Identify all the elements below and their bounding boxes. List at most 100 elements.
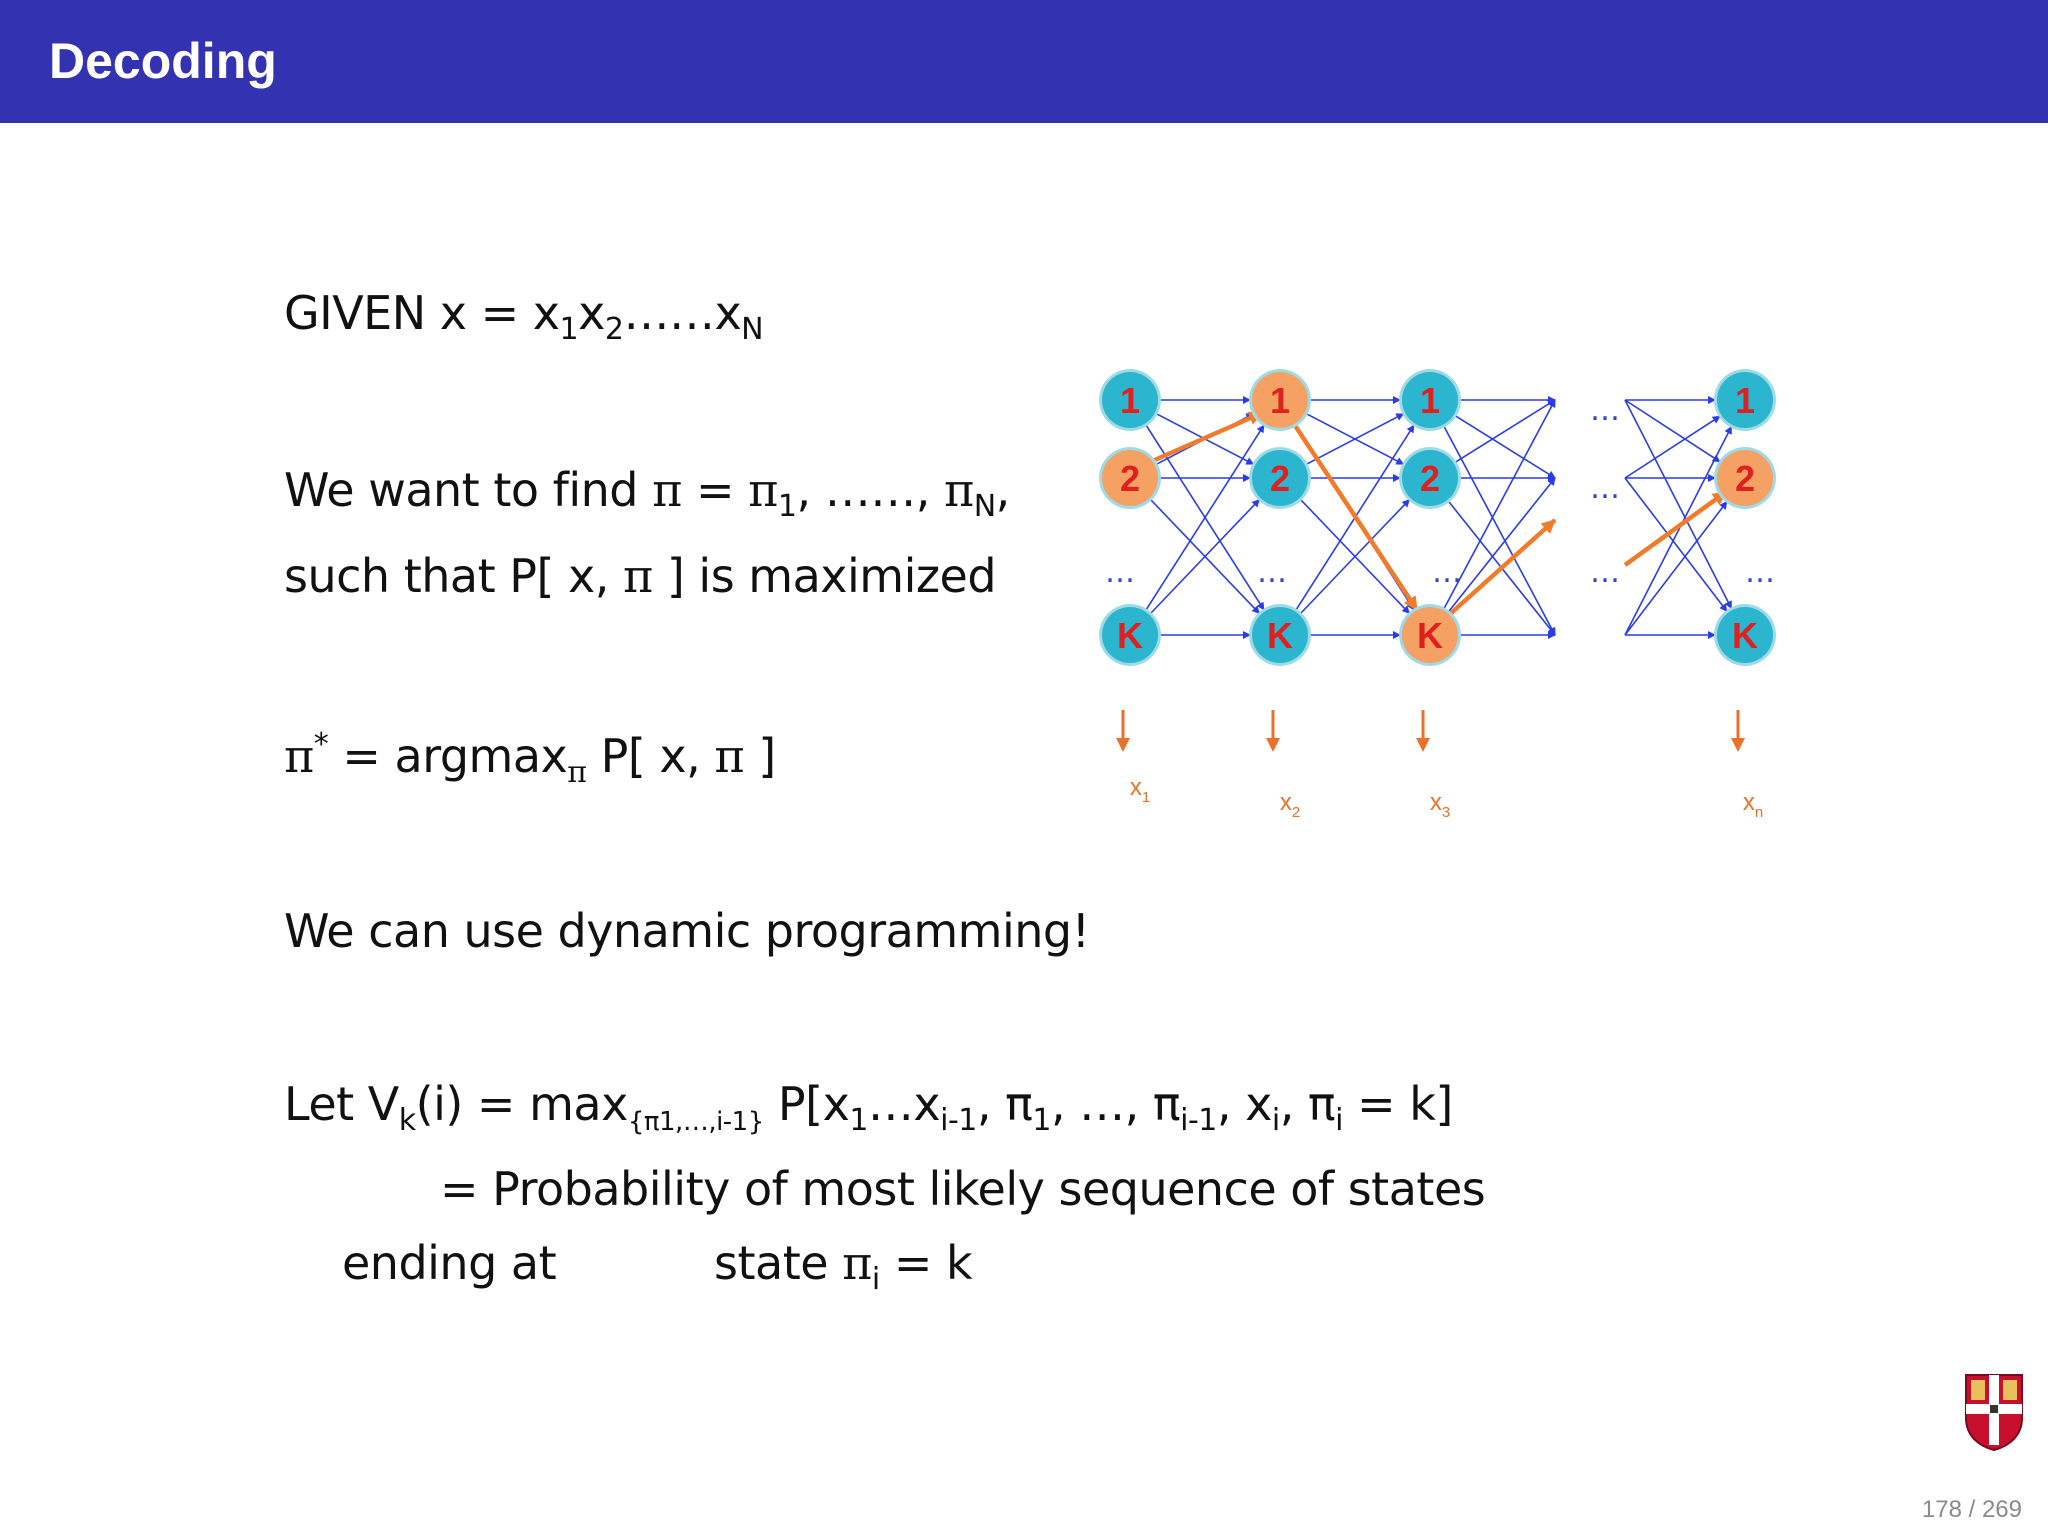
state-node-k: K [1714,604,1776,666]
letv-sub: i-1 [1180,1103,1217,1138]
emission-label: xn [1743,789,1763,821]
comma: , [995,463,1011,517]
transition-edge [1144,423,1265,611]
node-circle [1717,372,1773,428]
state-line: state πi = k [714,1236,973,1297]
emission-arrowhead [1416,738,1430,752]
state-node-1: 1 [1249,369,1311,431]
emission-arrowhead [1116,738,1130,752]
transition-edge [1442,424,1556,636]
such-text: such that P[ x, [284,549,623,603]
letv-text: Let V [284,1077,399,1131]
page-number: 178 / 269 [1921,1496,2022,1523]
transition-edge [1148,497,1260,615]
transition-edge [1298,497,1410,615]
given-sub-2: 2 [604,312,624,347]
transition-edge [1446,477,1556,614]
letv-sub-k: k [398,1103,416,1138]
letv-sub: i [1271,1103,1280,1138]
emission-label: x1 [1130,774,1150,806]
ellipsis-markers: ………………… [1105,393,1775,590]
want-sub-1: 1 [777,489,797,524]
such-text-end: ] is maximized [652,549,997,603]
bracket: ] [744,729,776,783]
ending-text: ending at [342,1236,557,1290]
title-bar: Decoding [0,0,2048,123]
ellipsis: … [1432,555,1462,590]
node-label: 1 [1420,380,1440,421]
node-circle [1252,607,1308,663]
path-arrow [1623,490,1728,567]
emission-label: x3 [1430,789,1450,821]
ellipsis: … [1590,555,1620,590]
node-label: 1 [1735,380,1755,421]
ellipsis: … [1745,555,1775,590]
transition-edges [1144,396,1733,639]
transition-edge [1442,399,1556,611]
given-dots: ……x [623,286,742,340]
node-label: K [1732,615,1758,656]
transition-edge [1453,399,1556,464]
ellipsis: … [1590,471,1620,506]
transition-edge [1624,399,1721,463]
letv-sub: 1 [1032,1103,1051,1138]
want-line: We want to find π = π1, ……, πN, [284,463,1010,524]
want-dots: , ……, [796,463,944,517]
state-node-k: K [1249,604,1311,666]
path-arrow [1292,422,1419,612]
letv-pi: , …, π [1050,1077,1181,1131]
emission-arrowhead [1266,738,1280,752]
state-node-1: 1 [1714,369,1776,431]
letv-x: …x [867,1077,941,1131]
emission-arrowhead [1731,738,1745,752]
given-sub-1: 1 [559,312,579,347]
state-node-2: 2 [1714,447,1776,509]
pi-symbol: π [623,549,653,603]
given-text: GIVEN x = x [284,286,560,340]
state-node-2: 2 [1099,447,1161,509]
pi-symbol: π [943,463,974,517]
pi-symbol: π [842,1236,872,1290]
node-circle [1102,607,1158,663]
state-node-k: K [1399,604,1461,666]
state-node-1: 1 [1099,369,1161,431]
node-label: 2 [1270,458,1290,499]
node-label: 1 [1270,380,1290,421]
transition-edge [1624,399,1733,610]
node-circle [1252,450,1308,506]
argmax-text: = argmax [328,729,568,783]
want-sub-n: N [973,489,996,524]
pi-symbol: π [284,729,314,783]
transition-edge [1144,424,1265,612]
pi-symbol: π [652,463,682,517]
node-circle [1252,372,1308,428]
state-nodes: 1 2K 1 2K 1 2K 1 2K [1099,369,1776,666]
slide-title: Decoding [49,33,277,89]
transition-edge [1304,413,1405,466]
state-node-1: 1 [1399,369,1461,431]
letv-sub: i-1 [940,1103,977,1138]
node-label: K [1417,615,1443,656]
node-label: 2 [1120,458,1140,499]
want-text: We want to find [284,463,653,517]
node-label: 2 [1420,458,1440,499]
node-label: K [1117,615,1143,656]
path-arrow [1447,518,1557,617]
node-circle [1717,607,1773,663]
decoded-path [1149,410,1728,617]
node-circle [1102,450,1158,506]
university-crest-icon [1965,1374,2023,1452]
transition-edge [1453,414,1556,479]
node-circle [1402,607,1458,663]
state-node-2: 2 [1249,447,1311,509]
transition-edge [1148,498,1260,616]
letv-max-sub: {π1,…,i-1} [627,1107,764,1137]
ellipsis: … [1257,555,1287,590]
argmax-line: π* = argmaxπ P[ x, π ] [284,727,776,790]
letv-line: Let Vk(i) = max{π1,…,i-1} P[x1…xi-1, π1,… [284,1077,1453,1138]
node-label: K [1267,615,1293,656]
pi-symbol: π [714,729,745,783]
transition-edge [1624,501,1728,636]
state-sub: i [871,1262,880,1297]
